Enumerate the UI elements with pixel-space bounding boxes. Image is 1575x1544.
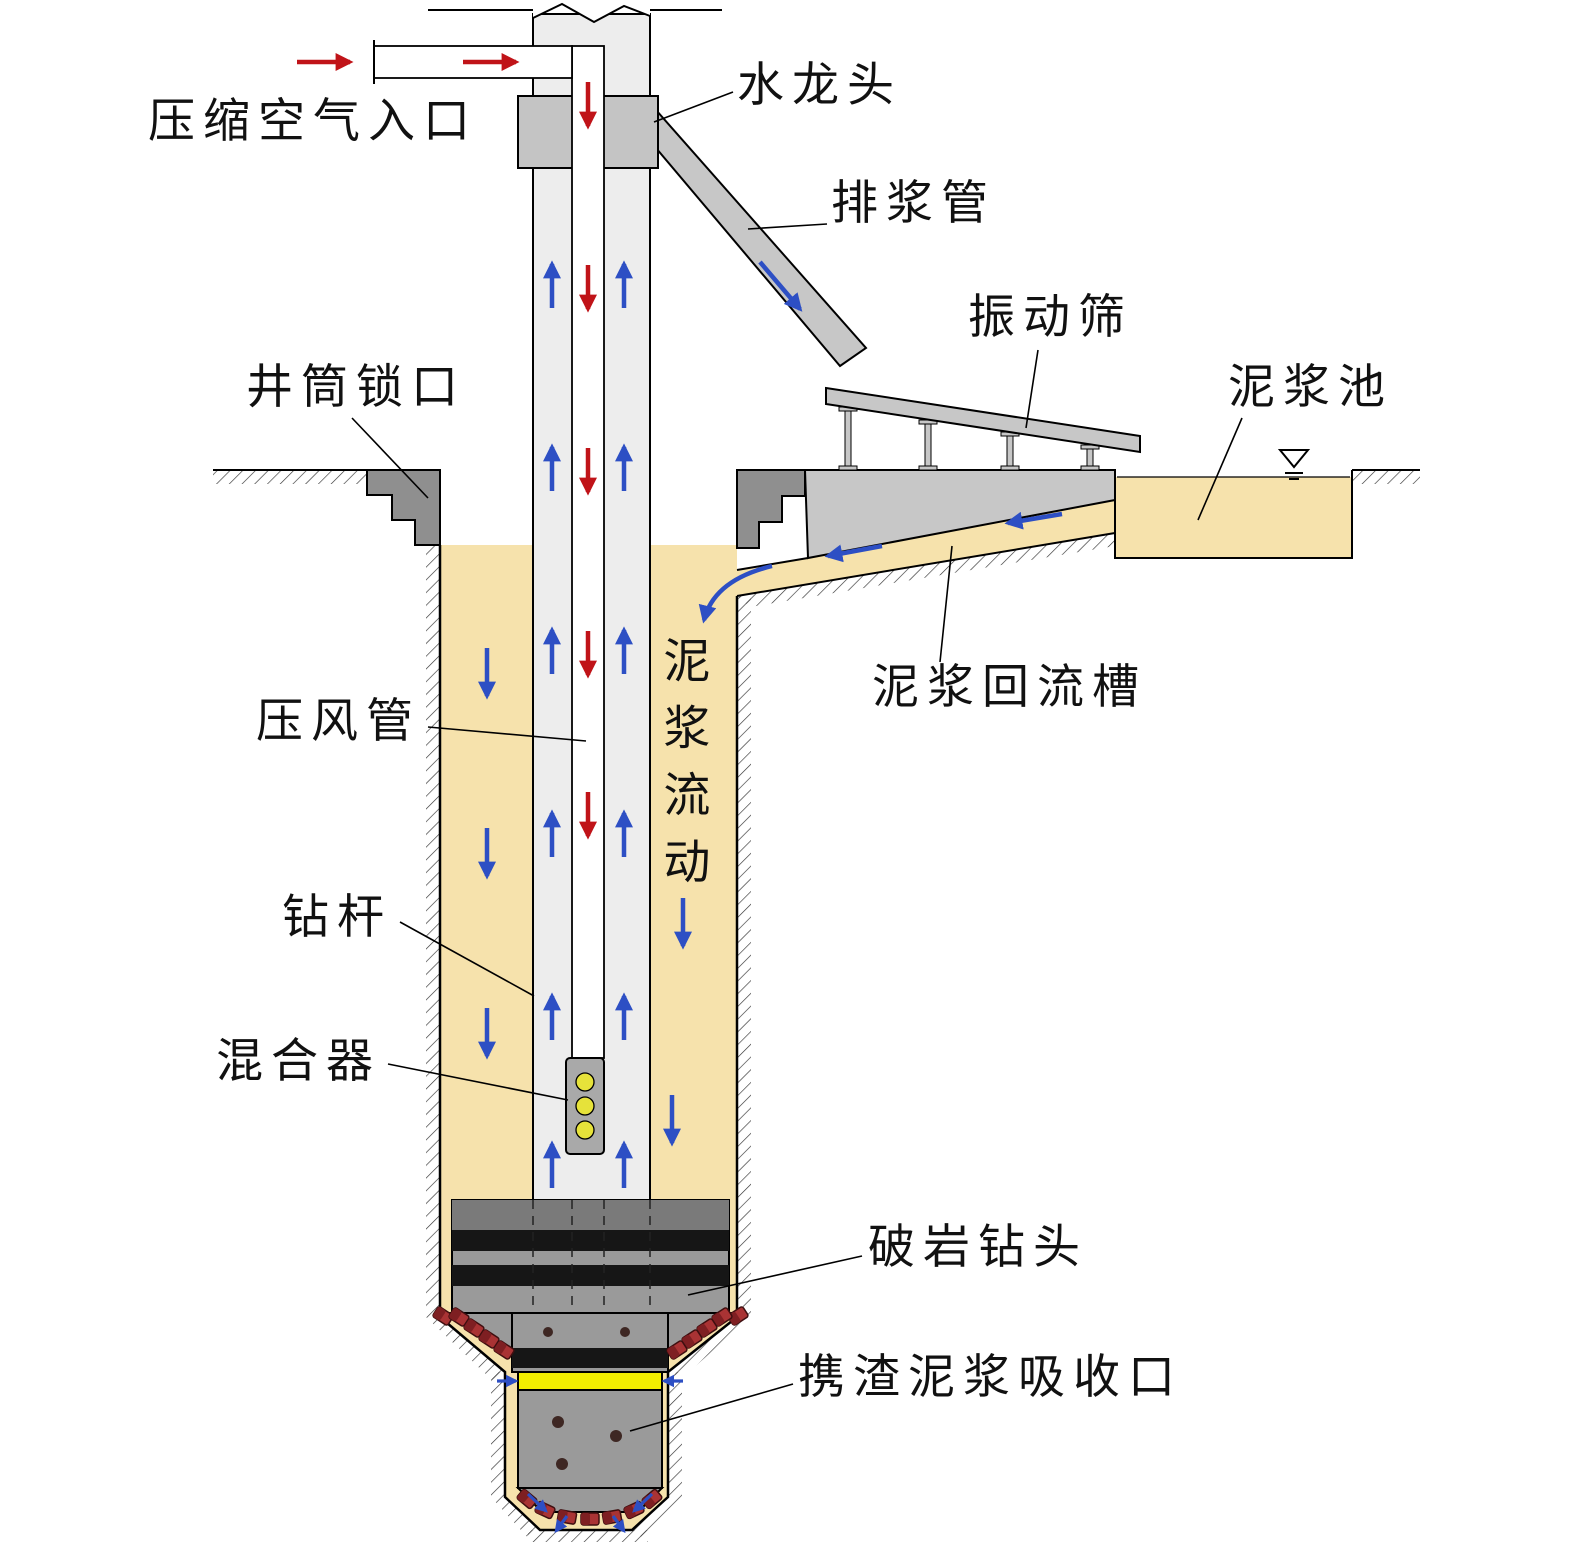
drill-bit [448,1199,733,1513]
screen-legs [838,406,1100,471]
discharge-pipe [655,107,868,368]
shaft-wall [438,545,739,1532]
surface-lines [213,469,1420,597]
water-level-icon [1277,449,1311,480]
inner-air-pipe [571,45,605,1059]
label-mixer: 混合器 [216,1036,381,1088]
label-air-pipe: 压风管 [256,696,421,748]
label-mud-flow: 泥浆流动 [655,636,708,904]
suction-port-band [517,1371,663,1391]
ground-hatching [213,470,1420,1542]
label-drill-bit: 破岩钻头 [868,1222,1088,1274]
collar-left [366,469,441,546]
label-suction-port: 携渣泥浆吸收口 [798,1352,1183,1404]
label-compressed-air-inlet: 压缩空气入口 [148,96,478,148]
label-discharge-pipe: 排浆管 [831,178,996,230]
mud-pool [1115,477,1352,558]
label-drill-rod: 钻杆 [282,892,392,944]
mud-flow-arrows [478,260,1063,1534]
label-shaft-collar: 井筒锁口 [246,362,466,414]
vibrating-screen-deck [825,386,1141,454]
mixer [565,1057,605,1155]
label-vibrating-screen: 振动筛 [968,292,1133,344]
label-water-swivel: 水龙头 [737,60,902,112]
leader-lines [351,91,1243,1432]
bit-lower-body [517,1389,663,1489]
air-flow-arrows [297,53,597,840]
collar-right [736,469,806,549]
shaft-collars [366,469,806,549]
pipe-break [428,0,722,24]
label-mud-pool: 泥浆池 [1228,362,1393,414]
label-mud-return-trough: 泥浆回流槽 [872,662,1147,714]
steel-structures [655,107,1141,560]
